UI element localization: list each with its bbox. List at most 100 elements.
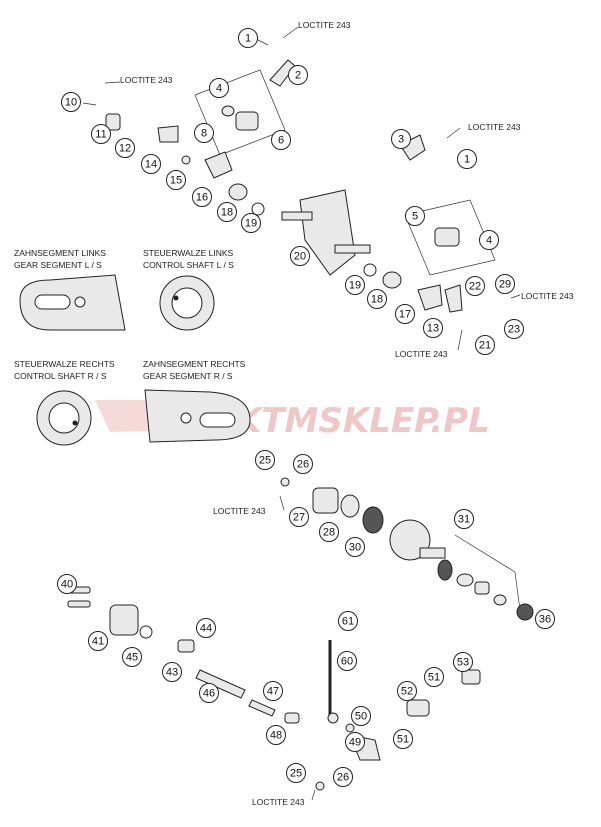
callout-c48: 48 <box>266 725 286 745</box>
assembly-box-5-4 <box>404 199 496 276</box>
callout-number: 27 <box>293 512 305 524</box>
callout-c23: 23 <box>504 319 524 339</box>
callout-number: 4 <box>486 235 492 247</box>
callout-c36: 36 <box>535 609 555 629</box>
callout-c50: 50 <box>351 706 371 726</box>
callout-circle <box>391 129 411 149</box>
callout-number: 18 <box>221 207 233 219</box>
callout-c22: 22 <box>465 276 485 296</box>
callout-c61: 61 <box>338 611 358 631</box>
callout-circle <box>61 92 81 112</box>
callout-c41: 41 <box>88 631 108 651</box>
callout-number: 14 <box>145 159 157 171</box>
callout-number: 25 <box>290 768 302 780</box>
callout-circle <box>395 304 415 324</box>
callout-number: 6 <box>278 135 284 147</box>
loctite-label: LOCTITE 243 <box>120 75 173 85</box>
callout-c12: 12 <box>115 138 135 158</box>
callout-circle <box>457 149 477 169</box>
callout-circle <box>196 618 216 638</box>
callout-number: 5 <box>412 211 418 223</box>
callout-c27: 27 <box>289 507 309 527</box>
loctite-label: LOCTITE 243 <box>252 797 305 807</box>
callout-number: 1 <box>245 33 251 45</box>
callout-c25b: 25 <box>286 763 306 783</box>
part-drawings <box>67 59 534 791</box>
callout-number: 4 <box>216 83 222 95</box>
callout-circle <box>479 230 499 250</box>
callout-number: 17 <box>399 309 411 321</box>
loctite-label: LOCTITE 243 <box>468 122 521 132</box>
callout-circle <box>367 289 387 309</box>
callout-c19a: 19 <box>241 213 261 233</box>
callout-c45: 45 <box>122 647 142 667</box>
callout-circle <box>345 275 365 295</box>
callout-number: 11 <box>95 129 106 141</box>
callout-circle <box>122 647 142 667</box>
callout-circle <box>453 652 473 672</box>
callout-c10: 10 <box>61 92 81 112</box>
callout-c4b: 4 <box>479 230 499 250</box>
callout-circle <box>271 130 291 150</box>
gear-segment-left-drawing <box>19 274 126 331</box>
gear-segment-right-label-de: ZAHNSEGMENT RECHTS <box>143 359 246 369</box>
callout-number: 25 <box>259 455 271 467</box>
callout-c40: 40 <box>57 574 77 594</box>
callout-number: 19 <box>349 280 361 292</box>
callout-circle <box>535 609 555 629</box>
callout-c1b: 1 <box>457 149 477 169</box>
callout-circle <box>199 683 219 703</box>
callout-circle <box>424 667 444 687</box>
callout-circle <box>166 170 186 190</box>
callout-c18b: 18 <box>367 289 387 309</box>
callout-circle <box>289 507 309 527</box>
callout-c26a: 26 <box>293 454 313 474</box>
callout-c3: 3 <box>391 129 411 149</box>
callout-number: 2 <box>295 70 301 82</box>
callout-c20: 20 <box>290 246 310 266</box>
callout-number: 12 <box>119 143 131 155</box>
callout-number: 51 <box>428 672 440 684</box>
callout-circle <box>504 319 524 339</box>
callout-circle <box>475 335 495 355</box>
callout-c30: 30 <box>345 537 365 557</box>
callout-circle <box>290 246 310 266</box>
loctite-label: LOCTITE 243 <box>213 506 266 516</box>
callout-circle <box>405 206 425 226</box>
callout-number: 19 <box>245 218 257 230</box>
callout-circle <box>333 767 353 787</box>
callout-c2: 2 <box>288 65 308 85</box>
callout-circle <box>192 187 212 207</box>
control-shaft-right-label-en: CONTROL SHAFT R / S <box>14 371 107 381</box>
callout-c21: 21 <box>475 335 495 355</box>
callout-c6: 6 <box>271 130 291 150</box>
callout-number: 47 <box>267 686 279 698</box>
callout-circle <box>162 662 182 682</box>
callout-c46: 46 <box>199 683 219 703</box>
callout-number: 40 <box>61 579 73 591</box>
callout-circle <box>266 725 286 745</box>
callout-c60: 60 <box>337 651 357 671</box>
callout-circle <box>454 509 474 529</box>
callout-circle <box>255 450 275 470</box>
callout-circle <box>351 706 371 726</box>
callout-number: 18 <box>371 294 383 306</box>
callout-number: 30 <box>349 542 361 554</box>
panel-labels: ZAHNSEGMENT LINKS GEAR SEGMENT L / S STE… <box>14 248 246 381</box>
callout-number: 53 <box>457 657 469 669</box>
callout-circle <box>115 138 135 158</box>
callout-c43: 43 <box>162 662 182 682</box>
callout-c5: 5 <box>405 206 425 226</box>
gear-segment-left-label-de: ZAHNSEGMENT LINKS <box>14 248 106 258</box>
callout-number: 46 <box>203 688 215 700</box>
control-shaft-left-label-en: CONTROL SHAFT L / S <box>143 260 234 270</box>
callout-circle <box>345 537 365 557</box>
callout-circle <box>338 611 358 631</box>
callout-c17: 17 <box>395 304 415 324</box>
callout-c47: 47 <box>263 681 283 701</box>
control-shaft-left-label-de: STEUERWALZE LINKS <box>143 248 234 258</box>
callout-circle <box>194 123 214 143</box>
